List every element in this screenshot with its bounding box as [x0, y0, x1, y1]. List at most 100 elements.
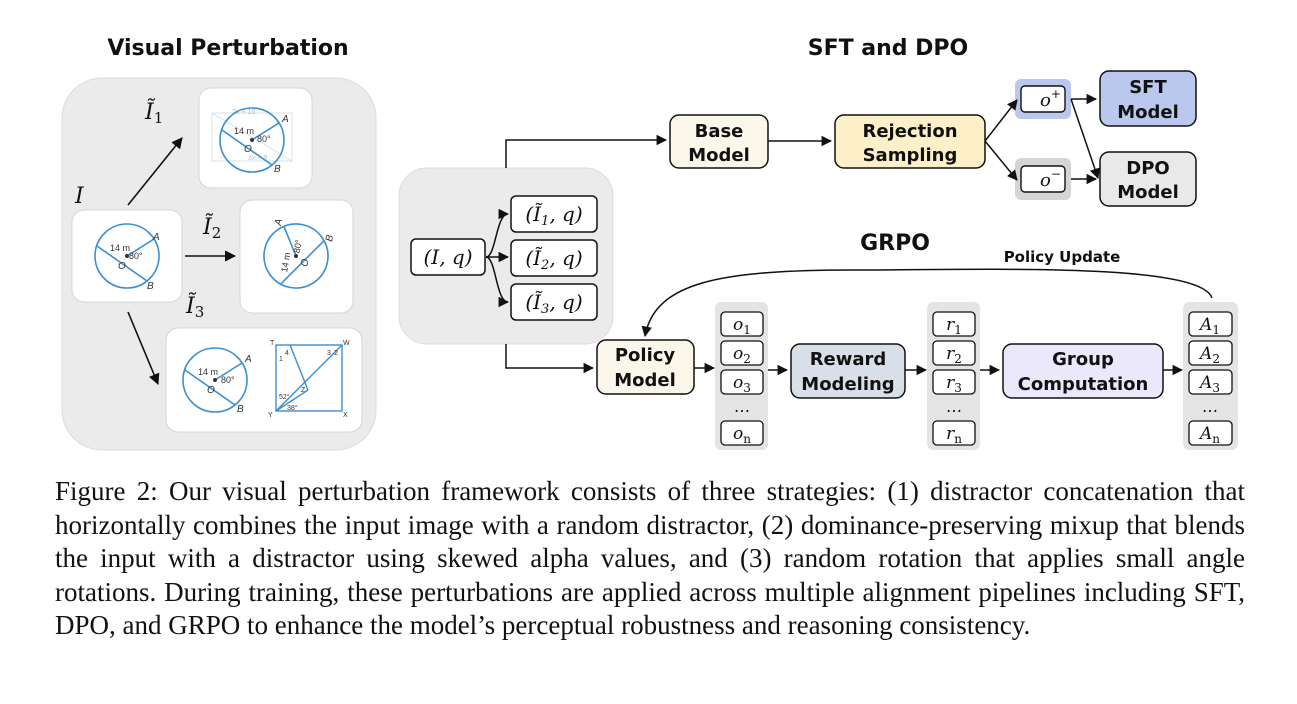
svg-text:80°: 80° — [292, 238, 304, 254]
advantages-column: A1 A2 A3 … An — [1188, 311, 1233, 446]
advantage-item: A2 — [1198, 344, 1220, 366]
svg-text:(Ĩ2, q): (Ĩ2, q) — [525, 246, 582, 273]
svg-text:O: O — [118, 261, 126, 272]
svg-text:DPO: DPO — [1126, 158, 1169, 179]
svg-text:38°: 38° — [287, 404, 298, 412]
svg-text:(Ĩ3, q): (Ĩ3, q) — [525, 290, 582, 317]
svg-text:O: O — [299, 258, 311, 268]
svg-text:o+: o+ — [1040, 87, 1061, 111]
sft-dpo-arrows — [505, 93, 1100, 185]
svg-text:14 m: 14 m — [198, 367, 218, 377]
reward-modeling-box: Reward Modeling — [790, 343, 906, 399]
framework-figure: Visual Perturbation I Ĩ1 Ĩ2 Ĩ3 14 m 80° … — [61, 36, 1238, 451]
output-item: o1 — [733, 315, 751, 337]
svg-text:Model: Model — [1117, 102, 1179, 123]
svg-text:Base: Base — [695, 121, 744, 142]
grpo-arrows — [505, 268, 1213, 376]
svg-text:O: O — [244, 144, 252, 155]
svg-text:SFT: SFT — [1129, 77, 1167, 98]
output-ellipsis: … — [734, 397, 750, 416]
svg-text:Model: Model — [1117, 182, 1179, 203]
svg-text:(I, q): (I, q) — [423, 245, 472, 269]
rejection-sampling-box: Rejection Sampling — [834, 114, 986, 169]
svg-text:A: A — [244, 354, 252, 365]
svg-text:A: A — [273, 218, 285, 228]
figure-caption: Figure 2: Our visual perturbation framew… — [55, 476, 1245, 640]
svg-text:80°: 80° — [129, 251, 143, 261]
perturbed-pair-2: (Ĩ2, q) — [510, 239, 598, 277]
svg-text:Sampling: Sampling — [863, 145, 958, 166]
variant-3-concat-image: 14 m 80° O A B T W Y X Z 4 3 2 1 52° 38° — [165, 327, 363, 433]
policy-update-label: Policy Update — [1004, 248, 1121, 266]
svg-text:(Ĩ1, q): (Ĩ1, q) — [525, 202, 582, 229]
svg-text:B: B — [274, 164, 281, 175]
svg-text:52°: 52° — [279, 393, 290, 401]
o-minus-box: o− — [1015, 158, 1071, 200]
visual-perturbation-title: Visual Perturbation — [107, 36, 348, 61]
sft-dpo-title: SFT and DPO — [808, 36, 969, 61]
policy-model-box: Policy Model — [596, 339, 695, 395]
svg-text:14 m: 14 m — [110, 243, 130, 253]
svg-text:80°: 80° — [221, 375, 235, 385]
svg-text:80°: 80° — [257, 134, 271, 144]
svg-text:Modeling: Modeling — [801, 374, 894, 395]
svg-text:Rejection: Rejection — [862, 121, 957, 142]
advantage-item: A1 — [1198, 315, 1220, 337]
grpo-title: GRPO — [860, 231, 930, 256]
advantage-item: An — [1198, 424, 1220, 446]
reward-item: r2 — [946, 344, 962, 366]
output-item: o2 — [733, 344, 751, 366]
svg-text:o−: o− — [1040, 167, 1061, 191]
reward-item: rn — [946, 424, 962, 446]
output-item: on — [733, 424, 751, 446]
base-model-box: Base Model — [669, 114, 769, 169]
svg-text:B: B — [324, 234, 336, 243]
svg-text:Y: Y — [268, 412, 273, 419]
svg-text:Computation: Computation — [1018, 374, 1149, 395]
reward-ellipsis: … — [946, 397, 962, 416]
svg-text:3x + 9: 3x + 9 — [248, 155, 267, 162]
svg-text:T: T — [270, 340, 275, 347]
reward-item: r3 — [946, 373, 962, 395]
reward-item: r1 — [946, 315, 962, 337]
svg-text:Model: Model — [688, 145, 750, 166]
svg-text:1: 1 — [279, 356, 283, 363]
rewards-column: r1 r2 r3 … rn — [932, 311, 976, 446]
svg-text:Group: Group — [1052, 349, 1114, 370]
output-item: o3 — [733, 373, 751, 395]
svg-text:2: 2 — [334, 350, 338, 357]
svg-text:3: 3 — [327, 350, 331, 357]
original-image: 14 m 80° O A B — [71, 209, 183, 303]
perturbation-arrows — [127, 137, 237, 386]
svg-text:A: A — [152, 232, 160, 243]
variant-1-mixup-image: 2x + 16 3x + 9 14 m 80° O A B — [198, 87, 313, 189]
variant-3-label: Ĩ3 — [185, 291, 204, 321]
svg-text:2x + 16: 2x + 16 — [232, 109, 255, 116]
svg-text:A: A — [281, 114, 289, 125]
perturbed-pair-1: (Ĩ1, q) — [510, 195, 598, 233]
group-computation-box: Group Computation — [1002, 343, 1164, 399]
input-pair-box: (I, q) — [410, 238, 486, 276]
variant-2-label: Ĩ2 — [202, 212, 221, 242]
advantage-ellipsis: … — [1202, 397, 1218, 416]
svg-text:Z: Z — [301, 387, 306, 394]
pair-fanout-arrows — [485, 208, 510, 308]
sft-model-box: SFT Model — [1099, 70, 1197, 127]
variant-1-label: Ĩ1 — [144, 97, 163, 127]
perturbed-pair-3: (Ĩ3, q) — [510, 283, 598, 321]
variant-2-rotated-image: 14 m 80° O A B — [239, 199, 354, 314]
dpo-model-box: DPO Model — [1099, 151, 1197, 207]
svg-text:W: W — [343, 340, 350, 347]
svg-text:B: B — [237, 404, 244, 415]
svg-text:B: B — [147, 281, 154, 292]
o-plus-box: o+ — [1015, 79, 1071, 119]
svg-text:14 m: 14 m — [234, 126, 254, 136]
svg-text:Reward: Reward — [810, 349, 887, 370]
outputs-column: o1 o2 o3 … on — [720, 311, 764, 446]
svg-text:O: O — [207, 385, 215, 396]
svg-text:Model: Model — [614, 370, 676, 391]
advantage-item: A3 — [1198, 373, 1220, 395]
svg-text:Policy: Policy — [615, 345, 676, 366]
input-image-label: I — [74, 184, 85, 209]
svg-text:4: 4 — [285, 350, 289, 357]
